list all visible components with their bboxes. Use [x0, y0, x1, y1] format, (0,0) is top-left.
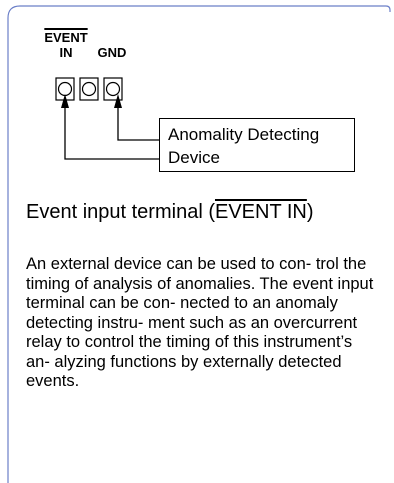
- event-label-bottom: IN: [59, 45, 73, 60]
- heading-suffix: ): [306, 201, 314, 223]
- gnd-wire-arrow: [114, 94, 122, 108]
- frame-border: [7, 5, 391, 483]
- event-label-top: EVENT: [44, 30, 88, 45]
- gnd-label: GND: [97, 45, 127, 60]
- event-in-wire: [64, 108, 159, 160]
- event-in-wire-arrow: [61, 94, 69, 108]
- event-in-terminal-screw: [57, 81, 73, 97]
- heading-signal-name: EVENT IN: [214, 201, 307, 223]
- device-label: Anomality Detecting Device: [168, 125, 320, 167]
- section-heading: Event input terminal (EVENT IN): [26, 199, 386, 225]
- gnd-terminal-screw: [105, 81, 121, 97]
- gnd-wire: [117, 108, 159, 141]
- description-paragraph: An external device can be used to con- t…: [26, 255, 374, 390]
- anomality-detecting-device-box: Anomality Detecting Device: [159, 118, 355, 172]
- middle-terminal-screw: [81, 81, 97, 97]
- heading-prefix: Event input terminal (: [26, 201, 215, 223]
